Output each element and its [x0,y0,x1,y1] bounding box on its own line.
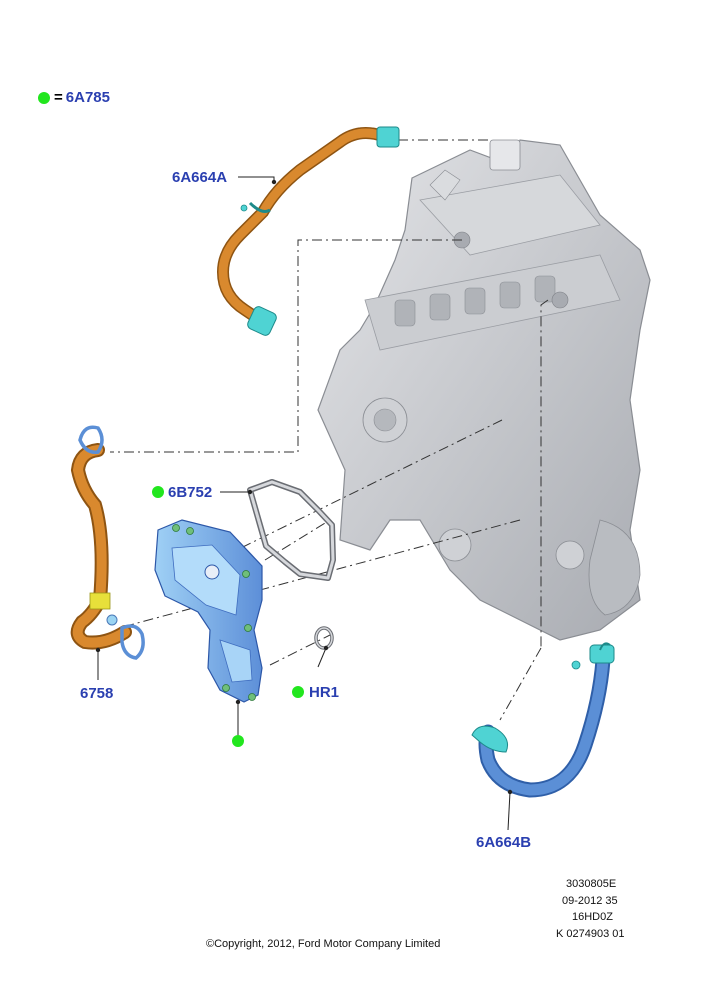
gasket-marker-dot [152,486,164,498]
cover-marker-dot [232,735,244,747]
footer-line-1: 3030805E [566,878,617,890]
callout-lower-hose[interactable]: 6A664B [476,834,532,851]
oring-marker-dot [292,686,304,698]
engine-block [317,139,651,641]
legend: = 6A785 [38,89,110,106]
callout-left-hose[interactable]: 6758 [80,685,114,702]
oil-separator-cover [154,519,263,703]
gasket [247,479,336,581]
callout-gasket[interactable]: 6B752 [168,484,213,501]
callout-upper-hose[interactable]: 6A664A [172,169,228,186]
legend-equals: = [54,89,63,106]
legend-code: 6A785 [65,89,110,106]
legend-marker-dot [38,91,50,104]
lower-hose [471,642,615,798]
footer-line-2: 09-2012 35 [562,895,618,907]
upper-hose [216,126,400,336]
footer-line-3: 16HD0Z [572,911,613,923]
left-hose [70,425,145,660]
copyright: ©Copyright, 2012, Ford Motor Company Lim… [206,938,441,950]
leader-lines [110,139,549,721]
callout-oring[interactable]: HR1 [309,684,340,701]
leader-ends [95,179,513,795]
footer-line-4: K 0274903 01 [556,928,625,940]
green-markers [152,486,304,747]
